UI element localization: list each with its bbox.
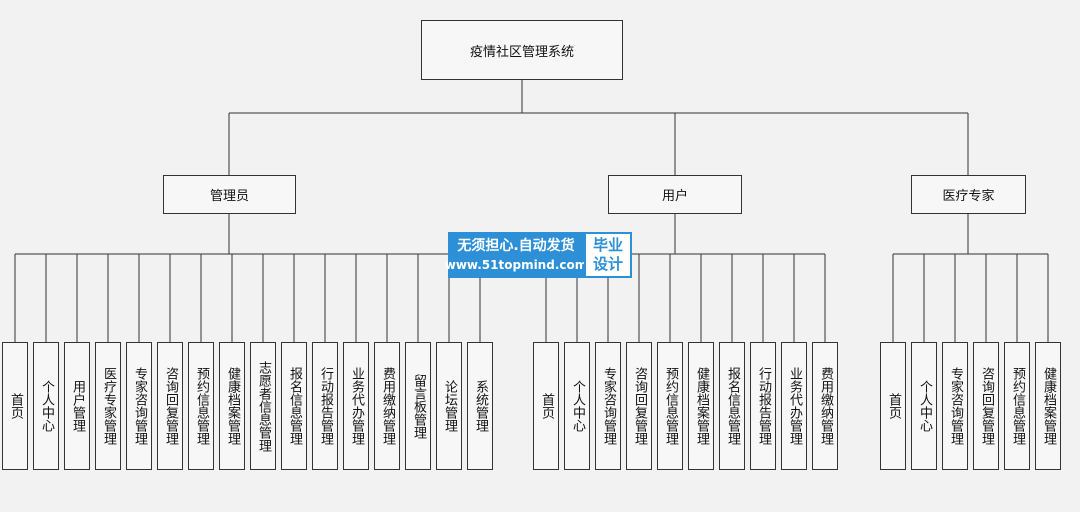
watermark-text-panel: 无须担心.自动发货 www.51topmind.com (445, 232, 587, 278)
leaf-node-admin: 医疗专家管理 (95, 342, 121, 470)
leaf-node-label: 用户管理 (69, 380, 85, 432)
group-node-expert: 医疗专家 (911, 175, 1026, 214)
leaf-node-label: 业务代办管理 (786, 367, 802, 445)
leaf-node-label: 报名信息管理 (286, 367, 302, 445)
leaf-node-label: 费用缴纳管理 (379, 367, 395, 445)
watermark-badge-line1: 毕业 (592, 236, 623, 254)
leaf-node-label: 行动报告管理 (317, 367, 333, 445)
leaf-node-user: 预约信息管理 (657, 342, 683, 470)
leaf-node-user: 咨询回复管理 (626, 342, 652, 470)
leaf-node-label: 咨询回复管理 (162, 367, 178, 445)
leaf-node-label: 个人中心 (38, 380, 54, 432)
leaf-node-label: 首页 (885, 393, 901, 419)
leaf-node-expert: 专家咨询管理 (942, 342, 968, 470)
leaf-node-admin: 首页 (2, 342, 28, 470)
leaf-node-admin: 业务代办管理 (343, 342, 369, 470)
watermark-url: www.51topmind.com (444, 258, 588, 272)
leaf-node-user: 费用缴纳管理 (812, 342, 838, 470)
leaf-node-admin: 系统管理 (467, 342, 493, 470)
leaf-node-user: 行动报告管理 (750, 342, 776, 470)
leaf-node-label: 咨询回复管理 (978, 367, 994, 445)
group-node-label: 用户 (661, 189, 688, 204)
leaf-node-expert: 预约信息管理 (1004, 342, 1030, 470)
leaf-node-admin: 志愿者信息管理 (250, 342, 276, 470)
group-node-user: 用户 (608, 175, 742, 214)
leaf-node-label: 业务代办管理 (348, 367, 364, 445)
leaf-node-label: 专家咨询管理 (947, 367, 963, 445)
leaf-node-user: 首页 (533, 342, 559, 470)
leaf-node-expert: 健康档案管理 (1035, 342, 1061, 470)
leaf-node-admin: 行动报告管理 (312, 342, 338, 470)
leaf-node-user: 个人中心 (564, 342, 590, 470)
leaf-node-label: 健康档案管理 (693, 367, 709, 445)
leaf-node-user: 专家咨询管理 (595, 342, 621, 470)
leaf-node-label: 专家咨询管理 (600, 367, 616, 445)
watermark-banner: 无须担心.自动发货 www.51topmind.com 毕业 设计 (445, 232, 632, 278)
leaf-node-admin: 费用缴纳管理 (374, 342, 400, 470)
leaf-node-user: 业务代办管理 (781, 342, 807, 470)
leaf-node-admin: 用户管理 (64, 342, 90, 470)
leaf-node-admin: 报名信息管理 (281, 342, 307, 470)
leaf-node-label: 咨询回复管理 (631, 367, 647, 445)
leaf-node-label: 首页 (538, 393, 554, 419)
leaf-node-label: 个人中心 (569, 380, 585, 432)
leaf-node-label: 论坛管理 (441, 380, 457, 432)
leaf-node-label: 个人中心 (916, 380, 932, 432)
leaf-node-admin: 专家咨询管理 (126, 342, 152, 470)
leaf-node-label: 首页 (7, 393, 23, 419)
leaf-node-expert: 咨询回复管理 (973, 342, 999, 470)
leaf-node-label: 预约信息管理 (193, 367, 209, 445)
root-node-label: 疫情社区管理系统 (469, 44, 574, 60)
leaf-node-label: 留言板管理 (410, 373, 426, 439)
leaf-node-admin: 论坛管理 (436, 342, 462, 470)
leaf-node-user: 健康档案管理 (688, 342, 714, 470)
leaf-node-admin: 咨询回复管理 (157, 342, 183, 470)
leaf-node-label: 医疗专家管理 (100, 367, 116, 445)
leaf-node-label: 志愿者信息管理 (255, 360, 271, 452)
root-node: 疫情社区管理系统 (421, 20, 623, 80)
leaf-node-label: 费用缴纳管理 (817, 367, 833, 445)
leaf-node-label: 健康档案管理 (1040, 367, 1056, 445)
leaf-node-admin: 健康档案管理 (219, 342, 245, 470)
watermark-badge: 毕业 设计 (584, 232, 632, 278)
leaf-node-label: 报名信息管理 (724, 367, 740, 445)
leaf-node-admin: 预约信息管理 (188, 342, 214, 470)
leaf-node-label: 专家咨询管理 (131, 367, 147, 445)
leaf-node-label: 健康档案管理 (224, 367, 240, 445)
group-node-label: 医疗专家 (942, 189, 995, 204)
watermark-slogan: 无须担心.自动发货 (457, 238, 575, 254)
leaf-node-admin: 留言板管理 (405, 342, 431, 470)
leaf-node-user: 报名信息管理 (719, 342, 745, 470)
watermark-badge-line2: 设计 (592, 255, 623, 273)
leaf-node-label: 行动报告管理 (755, 367, 771, 445)
leaf-node-admin: 个人中心 (33, 342, 59, 470)
leaf-node-expert: 首页 (880, 342, 906, 470)
group-node-admin: 管理员 (163, 175, 296, 214)
leaf-node-label: 预约信息管理 (662, 367, 678, 445)
leaf-node-label: 系统管理 (472, 380, 488, 432)
leaf-node-label: 预约信息管理 (1009, 367, 1025, 445)
group-node-label: 管理员 (209, 189, 249, 204)
leaf-node-expert: 个人中心 (911, 342, 937, 470)
